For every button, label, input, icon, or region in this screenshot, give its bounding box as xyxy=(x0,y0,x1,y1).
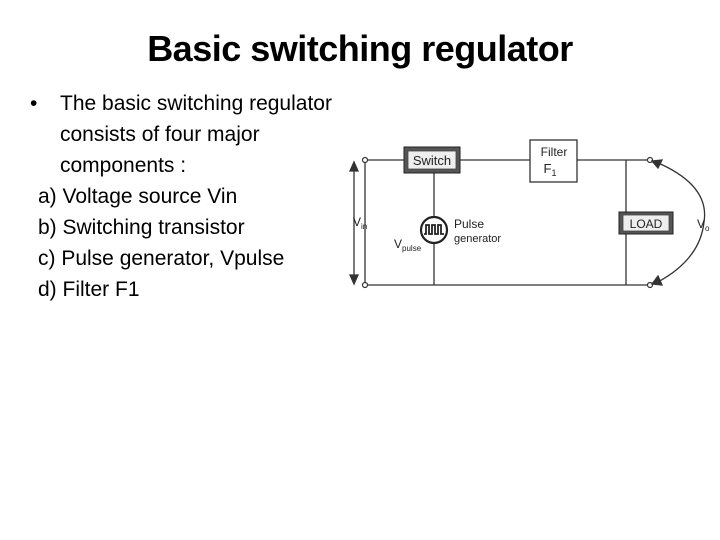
list-item-switching-transistor: b) Switching transistor xyxy=(38,216,245,239)
bullet-icon: • xyxy=(30,92,38,115)
switch-block xyxy=(403,146,461,174)
list-item-filter: d) Filter F1 xyxy=(38,278,140,301)
load-block xyxy=(618,211,674,235)
filter-label: Filter xyxy=(541,145,568,159)
pulse-label-line1: Pulse xyxy=(454,217,484,231)
filter-block xyxy=(529,139,578,183)
vo-label: Vo xyxy=(697,217,710,233)
slide-body: • The basic switching regulator consists… xyxy=(30,88,358,305)
regulator-circuit-diagram: Switch Filter F1 LOAD Pulse generator Vi… xyxy=(348,139,710,289)
vin-arrow xyxy=(348,160,360,286)
filter-id: F1 xyxy=(544,161,557,178)
switch-label: Switch xyxy=(413,153,451,168)
vpulse-label: Vpulse xyxy=(394,237,422,253)
pulse-label-line2: generator xyxy=(454,233,501,245)
component-list: a) Voltage source Vin b) Switching trans… xyxy=(38,181,358,305)
bullet-item: • The basic switching regulator consists… xyxy=(30,88,358,181)
bullet-text: The basic switching regulator consists o… xyxy=(60,92,332,177)
vin-label: Vin xyxy=(353,215,367,231)
slide-title: Basic switching regulator xyxy=(147,28,573,69)
vo-arrow xyxy=(650,159,706,286)
circuit-terminals xyxy=(361,156,654,289)
pulse-generator-icon xyxy=(419,215,449,245)
circuit-wires xyxy=(364,159,650,286)
list-item-pulse-generator: c) Pulse generator, Vpulse xyxy=(38,247,285,270)
load-label: LOAD xyxy=(630,217,663,231)
list-item-voltage-source: a) Voltage source Vin xyxy=(38,185,238,208)
